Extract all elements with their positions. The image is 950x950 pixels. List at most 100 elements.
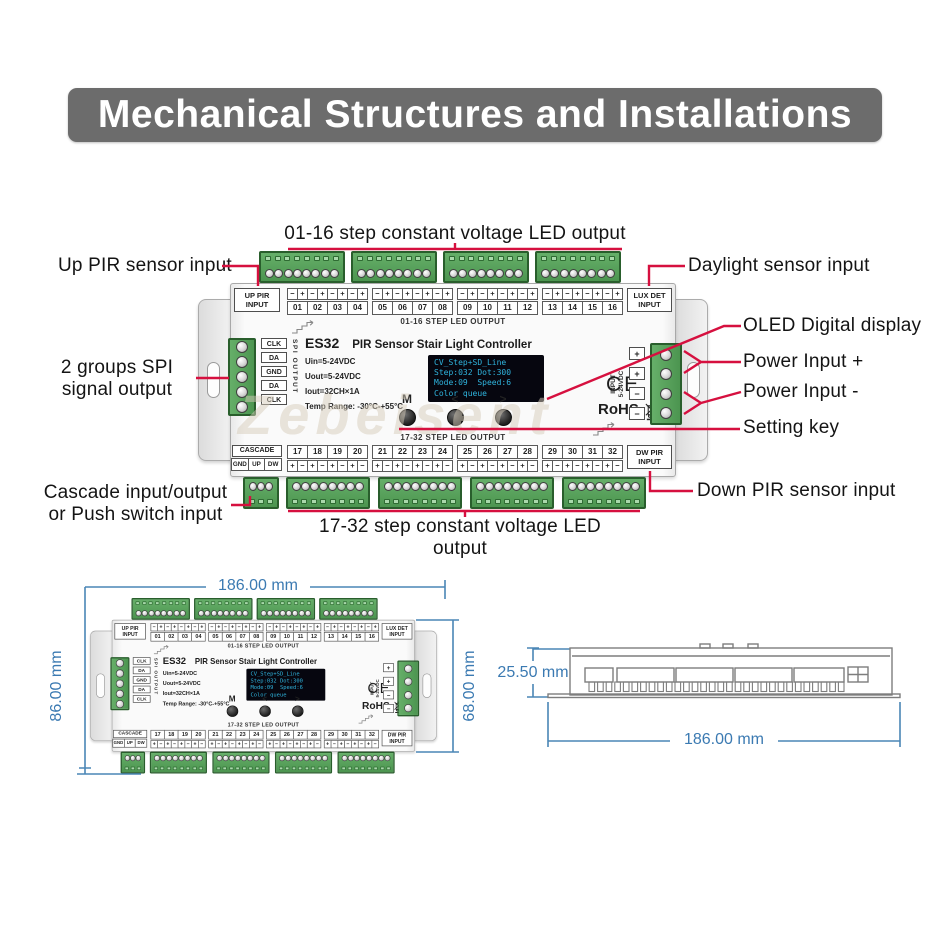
terminal-screw: [301, 482, 310, 491]
terminal-screw: [568, 482, 577, 491]
terminal-screw: [259, 755, 266, 762]
terminal-screw: [605, 269, 615, 278]
terminal-screw: [622, 482, 631, 491]
polarity-cell: +: [255, 623, 264, 632]
channel-cell: 16: [364, 632, 379, 642]
terminal-screw: [172, 755, 179, 762]
channel-cell: 03: [327, 301, 348, 315]
channel-cell: 13: [542, 301, 563, 315]
stair-steps-icon: [153, 645, 169, 655]
oled-display: CV_Step+SD_Line Step:032 Dot:300 Mode:09…: [246, 668, 326, 701]
wire-slot: [323, 256, 330, 261]
polarity-cell: +: [442, 288, 453, 300]
spi-pin-label: DA: [261, 352, 287, 363]
terminal-screw: [184, 755, 191, 762]
terminal-screw: [236, 400, 248, 413]
spi-pin-label: CLK: [132, 657, 151, 665]
side-view-tooth: [794, 681, 802, 693]
wire-slot: [513, 499, 520, 504]
terminal-screw: [384, 482, 393, 491]
wire-slot: [395, 256, 402, 261]
wire-slot: [497, 256, 504, 261]
terminal-screw: [550, 269, 560, 278]
button-face: [446, 409, 464, 426]
callout-cascade: Cascade input/output or Push switch inpu…: [38, 482, 233, 526]
wire-slot: [217, 601, 222, 605]
spec-temp: Temp Range: -30°C-+55°C: [162, 700, 230, 707]
channel-cell: 21: [372, 445, 393, 459]
product-title: ES32 PIR Sensor Stair Light Controller: [305, 335, 532, 351]
channel-cell: 27: [497, 445, 518, 459]
wire-slot: [415, 256, 422, 261]
side-view-tooth: [588, 681, 596, 693]
dw-pir-line2: INPUT: [389, 738, 405, 745]
wire-slot: [633, 499, 640, 504]
terminal-screw: [115, 699, 124, 708]
polarity-cell: +: [371, 623, 379, 632]
wire-slot: [516, 256, 523, 261]
callout-up-pir: Up PIR sensor input: [58, 255, 232, 276]
screw-row: [323, 610, 374, 617]
channel-cell: 28: [517, 445, 538, 459]
side-view-flange: [547, 693, 901, 699]
terminal-screw: [204, 610, 211, 617]
terminal-screw: [320, 269, 330, 278]
terminal-screw: [587, 269, 597, 278]
terminal-screw: [236, 341, 248, 354]
wire-slot: [198, 601, 203, 605]
wire-slot-row: [198, 601, 249, 605]
up-pir-line2: INPUT: [245, 300, 269, 309]
terminal-screw: [504, 269, 514, 278]
led-output-terminal: [319, 598, 378, 620]
terminal-screw: [236, 356, 248, 369]
terminal-screw: [355, 482, 364, 491]
channel-cell: 15: [582, 301, 603, 315]
callout-bottom-output: 17-32 step constant voltage LED output: [319, 516, 601, 559]
side-view-connector-grid: [848, 667, 868, 682]
wire-slot-row: [260, 601, 311, 605]
wire-slot: [323, 766, 328, 771]
polarity-row: +−+−+−+−: [266, 740, 322, 749]
terminal-screw: [357, 269, 366, 278]
wire-slot: [449, 256, 455, 261]
wire-slot: [532, 499, 539, 504]
setting-button: <: [442, 393, 468, 426]
side-view-connector: [847, 666, 869, 683]
channel-cell: 30: [562, 445, 583, 459]
channel-cell: 32: [602, 445, 623, 459]
wire-slot: [494, 499, 501, 504]
screw-row: [292, 482, 364, 491]
spec-list: Uin=5-24VDC Uout=5-24VDC Iout=32CH×1A Te…: [163, 668, 230, 709]
screw-row: [135, 610, 186, 617]
product-name: PIR Sensor Stair Light Controller: [194, 657, 317, 666]
wire-slot: [541, 256, 547, 261]
terminal-screw: [412, 269, 422, 278]
wire-slot: [348, 766, 353, 771]
led-output-terminal: [212, 751, 270, 774]
terminal-screw: [513, 269, 523, 278]
dim-side-width: 186.00 mm: [683, 731, 765, 748]
wire-slot-row: [279, 766, 328, 771]
terminal-screw: [404, 664, 413, 673]
dw-pir-line1: DW PIR: [635, 447, 664, 457]
terminal-screw: [315, 755, 322, 762]
terminal-screw: [304, 610, 311, 617]
polarity-cell: −: [442, 460, 453, 472]
channel-cell: 18: [164, 729, 179, 740]
polarity-cell: +: [357, 288, 368, 300]
callout-cascade-line2: or Push switch input: [48, 504, 223, 525]
spec-temp: Temp Range: -30°C-+55°C: [305, 402, 404, 411]
polarity-row: +−+−+−+−: [542, 460, 623, 472]
side-view-tooth: [683, 681, 690, 693]
wire-slot: [458, 256, 465, 261]
side-view-block: [616, 667, 675, 683]
